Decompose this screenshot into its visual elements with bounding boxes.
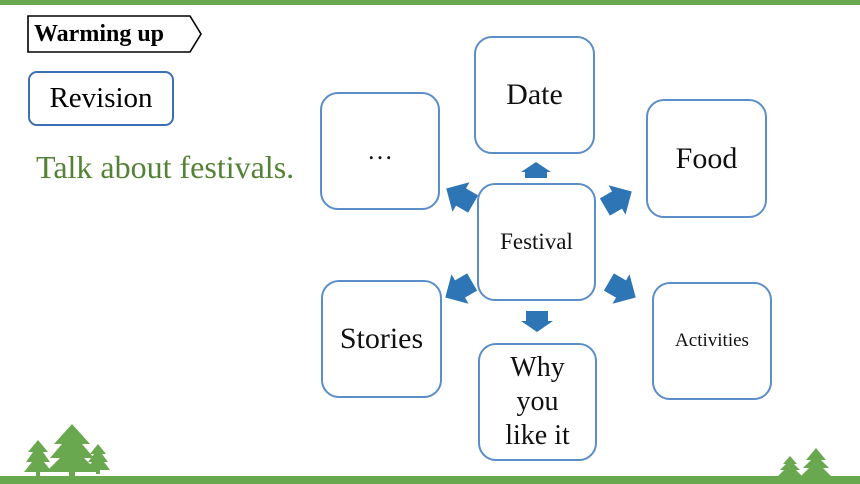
node-festival: Festival [477,183,596,301]
node-food: Food [646,99,767,218]
arrow-icon [599,185,632,216]
section-title: Warming up [34,20,165,47]
pine-trees-icon [24,424,110,476]
revision-label: Revision [28,71,174,126]
node-stories: Stories [321,280,442,398]
arrow-icon [521,311,553,332]
tag-frame [27,15,202,53]
bottom-green-bar [0,476,860,484]
arrow-icon [445,273,478,304]
arrow-icon [603,273,636,304]
arrow-icon [521,162,551,178]
subtitle: Talk about festivals. [36,149,295,185]
top-green-bar [0,0,860,5]
pine-trees-icon [778,448,831,476]
arrow-icon [446,182,479,213]
node-other: … [320,92,440,210]
section-tag: Warming up [27,15,202,53]
node-why: Why you like it [478,343,597,461]
node-activities: Activities [652,282,772,400]
node-date: Date [474,36,595,154]
